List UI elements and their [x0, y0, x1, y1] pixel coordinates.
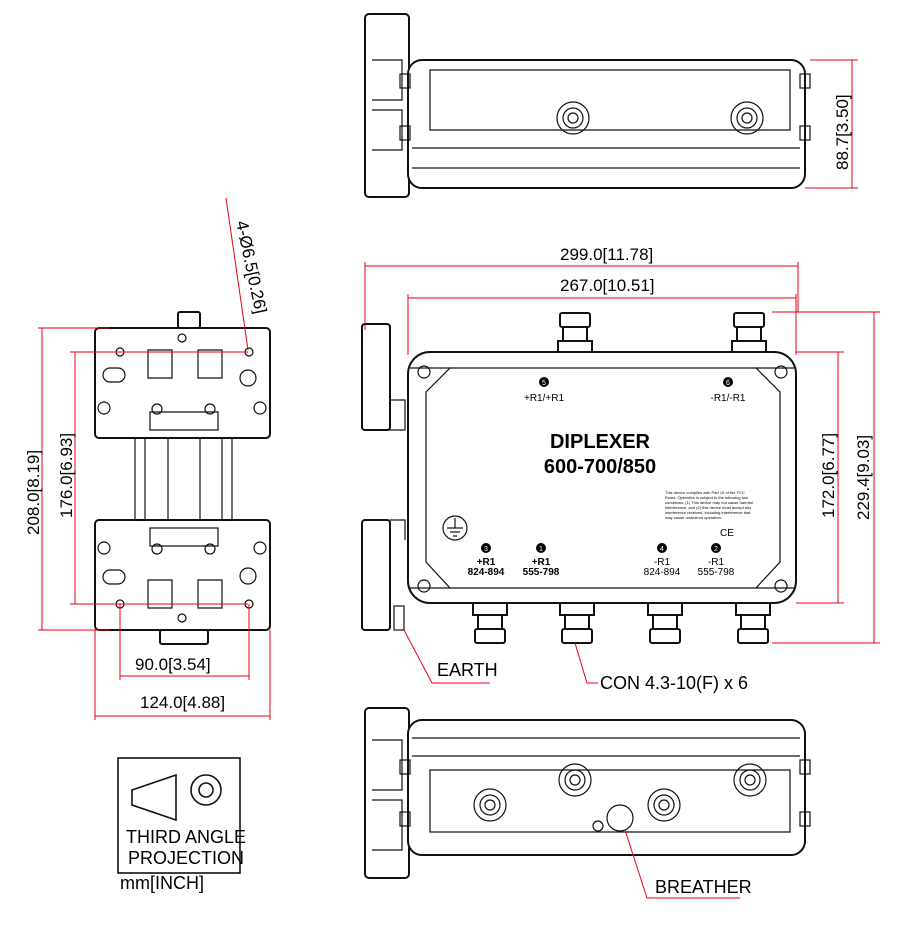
- dim-top-height: 88.7[3.50]: [805, 59, 858, 189]
- bottom-connector-2: [559, 602, 595, 644]
- port-6-label: -R1/-R1: [710, 393, 745, 404]
- fcc-line-5: interference received, including interfe…: [665, 510, 751, 515]
- dim-width-overall-label: 299.0[11.78]: [560, 245, 653, 264]
- port-5-badge: [539, 377, 549, 387]
- ground-icon: [442, 515, 468, 541]
- fcc-line-4: interference, and (2) this device must a…: [665, 505, 751, 510]
- fcc-line-6: may cause undesired operation.: [665, 515, 722, 520]
- dim-front: 299.0[11.78] 267.0[10.51] 229.4[9.03] 17…: [364, 245, 880, 644]
- port-1-range: 555-798: [523, 567, 560, 578]
- dim-height-body-label: 172.0[6.77]: [819, 433, 838, 518]
- dim-bracket-hole-spacing-h-label: 90.0[3.54]: [135, 655, 211, 674]
- bottom-connector-3: [647, 602, 683, 644]
- earth-label: EARTH: [437, 660, 498, 680]
- callout-connector: CON 4.3-10(F) x 6: [574, 642, 748, 693]
- dim-bracket-width-label: 124.0[4.88]: [140, 693, 225, 712]
- side-view: [94, 311, 271, 645]
- port-5-label: +R1/+R1: [524, 393, 564, 404]
- dim-side: 208.0[8.19] 176.0[6.93] 90.0[3.54] 124.0…: [24, 197, 271, 720]
- port-4-range: 824-894: [644, 567, 681, 578]
- connector-label: CON 4.3-10(F) x 6: [600, 673, 748, 693]
- port-4-label: -R1: [654, 557, 671, 568]
- bottom-view: [364, 707, 811, 879]
- port-2-label: -R1: [708, 557, 725, 568]
- bottom-connector-1: [472, 602, 508, 644]
- projection-line-2: PROJECTION: [128, 848, 244, 868]
- dim-bracket-hole-spacing-v-label: 176.0[6.93]: [57, 433, 76, 518]
- dim-bracket-holes-label: 4-Ø6.5[0.26]: [232, 219, 270, 315]
- port-6-badge: [723, 377, 733, 387]
- dim-width-mount-label: 267.0[10.51]: [560, 276, 655, 295]
- dim-bracket-height-label: 208.0[8.19]: [24, 450, 43, 535]
- device-title: DIPLEXER: [550, 431, 651, 453]
- port-1-label: +R1: [532, 557, 551, 568]
- port-2-badge: [711, 543, 721, 553]
- ce-mark: CE: [720, 528, 734, 539]
- bottom-connector-4: [735, 602, 771, 644]
- dim-height-overall-label: 229.4[9.03]: [854, 435, 873, 520]
- port-3-badge: [481, 543, 491, 553]
- port-5-num: 5: [542, 380, 546, 387]
- breather-label: BREATHER: [655, 877, 752, 897]
- port-3-label: +R1: [477, 557, 496, 568]
- device-subtitle: 600-700/850: [544, 456, 656, 478]
- port-2-range: 555-798: [698, 567, 735, 578]
- top-connector-right: [731, 312, 767, 354]
- port-3-range: 824-894: [468, 567, 505, 578]
- projection-line-1: THIRD ANGLE: [126, 827, 246, 847]
- front-view: DIPLEXER 600-700/850 This device complie…: [361, 312, 797, 644]
- top-view: [364, 13, 811, 198]
- breather-vent: [606, 804, 634, 832]
- port-4-badge: [657, 543, 667, 553]
- projection-units: mm[INCH]: [120, 873, 204, 893]
- fcc-line-3: conditions: (1) This device may not caus…: [665, 500, 753, 505]
- port-2-num: 2: [714, 546, 718, 553]
- callout-earth: EARTH: [403, 629, 498, 684]
- fcc-line-2: Rules. Operation is subject to the follo…: [665, 495, 749, 500]
- dim-top-height-label: 88.7[3.50]: [833, 94, 852, 170]
- callout-breather: BREATHER: [624, 829, 752, 899]
- projection-symbol: THIRD ANGLE PROJECTION mm[INCH]: [117, 757, 246, 893]
- port-1-num: 1: [539, 546, 543, 553]
- port-1-badge: [536, 543, 546, 553]
- top-connector-left: [557, 312, 593, 354]
- port-4-num: 4: [660, 546, 664, 553]
- port-6-num: 6: [726, 380, 730, 387]
- fcc-line-1: This device complies with Part 15 of the…: [665, 490, 745, 495]
- port-3-num: 3: [484, 546, 488, 553]
